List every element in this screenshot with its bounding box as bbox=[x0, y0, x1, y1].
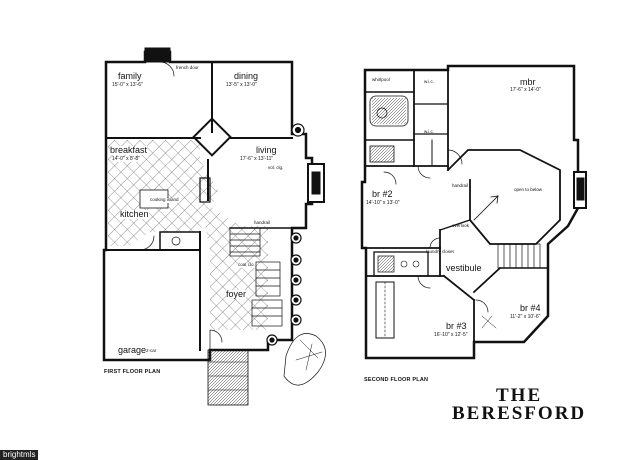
br2-name: br #2 bbox=[372, 189, 393, 199]
whirlpool-label: whirlpool bbox=[372, 77, 390, 82]
br2-dims: 14'-10" x 13'-0" bbox=[366, 200, 400, 206]
second-floor-stairs bbox=[497, 243, 541, 269]
first-handrail-label: handrail bbox=[254, 220, 271, 225]
br4-name: br #4 bbox=[520, 303, 541, 313]
first-floor-caption: FIRST FLOOR PLAN bbox=[104, 369, 161, 375]
cooking-island-label: cooking island bbox=[150, 197, 179, 203]
living-room-note: vol. clg. bbox=[268, 165, 284, 170]
plan-title-line2: BERESFORD bbox=[452, 403, 587, 424]
mbr-name: mbr bbox=[520, 77, 536, 87]
wic-label-1: w.i.c. bbox=[424, 79, 435, 84]
plan-title-line1: THE bbox=[496, 385, 543, 406]
coat-closet-label: coat clo. bbox=[238, 262, 255, 268]
french-door-label: french door bbox=[176, 65, 199, 70]
dining-room-dims: 13'-5" x 13'-0" bbox=[226, 82, 257, 88]
wic-label-2: w.i.c. bbox=[424, 129, 435, 134]
foyer-name: foyer bbox=[226, 289, 247, 299]
first-floor-plan bbox=[102, 47, 326, 406]
breakfast-room-dims: 14'-0" x 8'-8" bbox=[112, 156, 140, 162]
second-handrail-label: handrail bbox=[452, 183, 469, 188]
family-room-name: family bbox=[118, 71, 142, 81]
vestibule-name: vestibule bbox=[446, 263, 482, 273]
garage-name: garage bbox=[118, 345, 147, 355]
fireplace-first-top bbox=[144, 47, 171, 63]
second-floor-caption: SECOND FLOOR PLAN bbox=[364, 377, 429, 383]
open-to-below-label: open to below bbox=[514, 187, 543, 192]
mbr-dims: 17'-6" x 14'-0" bbox=[510, 87, 541, 93]
br3-dims: 16'-10" x 12'-5" bbox=[434, 332, 468, 338]
front-walk bbox=[207, 349, 249, 406]
kitchen-name: kitchen bbox=[120, 209, 149, 219]
dining-room-name: dining bbox=[234, 71, 259, 81]
br4-dims: 11'-2" x 10'-6" bbox=[510, 314, 541, 320]
living-room-dims: 17'-6" x 13'-11" bbox=[240, 156, 274, 162]
pantry-diamond bbox=[192, 117, 232, 157]
watermark-badge: brightmls bbox=[0, 450, 39, 460]
foyer-tile bbox=[200, 200, 268, 330]
laundry-closet-label: laundry closet bbox=[426, 249, 454, 254]
br3-name: br #3 bbox=[446, 321, 467, 331]
living-room-name: living bbox=[256, 145, 277, 155]
garage-note: 2-car bbox=[146, 348, 157, 353]
overlook-label: overlook bbox=[452, 223, 470, 228]
first-floor-stairs bbox=[229, 227, 283, 327]
family-room-dims: 15'-0" x 13'-6" bbox=[112, 82, 143, 88]
second-floor-plan bbox=[360, 64, 587, 360]
landscaping bbox=[266, 123, 326, 386]
breakfast-room-name: breakfast bbox=[110, 145, 148, 155]
